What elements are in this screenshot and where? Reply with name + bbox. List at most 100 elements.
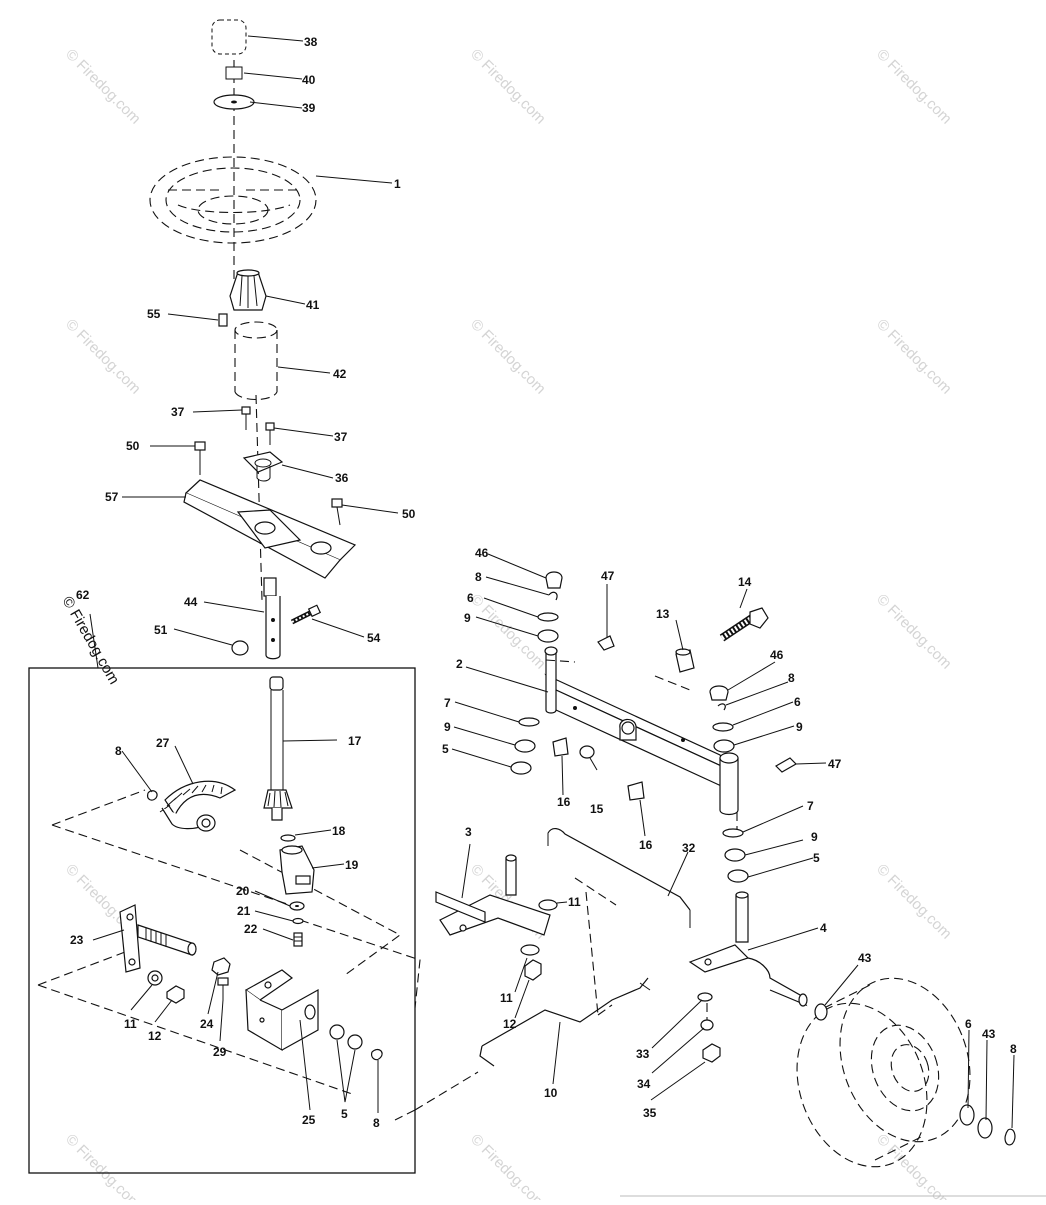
- callout-27: 27: [156, 736, 170, 750]
- callout-42: 42: [333, 367, 347, 381]
- callout-34: 34: [637, 1077, 651, 1091]
- bolt: [265, 422, 275, 445]
- callout-9: 9: [464, 611, 471, 625]
- callout-46: 46: [770, 648, 784, 662]
- front-axle-assembly: [435, 571, 1016, 1168]
- callout-43: 43: [982, 1027, 996, 1041]
- bolt: [241, 406, 251, 430]
- callout-8: 8: [475, 570, 482, 584]
- pitman-arm: [119, 904, 197, 973]
- callout-12: 12: [503, 1017, 517, 1031]
- callout-32: 32: [682, 841, 696, 855]
- callout-29: 29: [213, 1045, 227, 1059]
- callout-1: 1: [394, 177, 401, 191]
- callout-7: 7: [807, 799, 814, 813]
- callout-38: 38: [304, 35, 318, 49]
- callout-11: 11: [500, 991, 513, 1005]
- left-spindle: [435, 854, 551, 936]
- callout-24: 24: [200, 1017, 214, 1031]
- steering-adapter: [229, 269, 267, 311]
- pinion-shaft: [263, 676, 293, 821]
- callout-12: 12: [148, 1029, 162, 1043]
- watermark: © Firedog.com: [62, 1131, 144, 1200]
- drag-link: [479, 977, 651, 1067]
- callout-21: 21: [237, 904, 251, 918]
- callout-33: 33: [636, 1047, 650, 1061]
- callout-5: 5: [813, 851, 820, 865]
- callout-37: 37: [171, 405, 185, 419]
- callout-54: 54: [367, 631, 381, 645]
- callout-19: 19: [345, 858, 359, 872]
- callout-4: 4: [820, 921, 827, 935]
- callout-37: 37: [334, 430, 348, 444]
- callout-44: 44: [184, 595, 198, 609]
- bolt: [290, 604, 322, 625]
- watermark: © Firedog.com: [873, 591, 955, 673]
- callout-35: 35: [643, 1106, 657, 1120]
- inset-watermark: © Firedog.com: [59, 594, 123, 688]
- callout-9: 9: [811, 830, 818, 844]
- callout-2: 2: [456, 657, 463, 671]
- callout-13: 13: [656, 607, 670, 621]
- callout-9: 9: [796, 720, 803, 734]
- callout-40: 40: [302, 73, 316, 87]
- callout-41: 41: [306, 298, 320, 312]
- sector-gear: [159, 780, 237, 832]
- watermark: © Firedog.com: [62, 316, 144, 398]
- gear-housing: [279, 845, 315, 895]
- watermark: © Firedog.com: [873, 861, 955, 943]
- watermark: © Firedog.com: [62, 46, 144, 128]
- callout-22: 22: [244, 922, 258, 936]
- callout-5: 5: [442, 742, 449, 756]
- watermark: © Firedog.com: [873, 46, 955, 128]
- callout-14: 14: [738, 575, 752, 589]
- callout-6: 6: [794, 695, 801, 709]
- leader-lines: [89, 35, 1015, 1129]
- callout-36: 36: [335, 471, 349, 485]
- callout-8: 8: [1010, 1042, 1017, 1056]
- callout-8: 8: [115, 744, 122, 758]
- callout-62: 62: [76, 588, 90, 602]
- callout-6: 6: [965, 1017, 972, 1031]
- callout-51: 51: [154, 623, 168, 637]
- tie-rod: [547, 828, 691, 928]
- callout-50: 50: [126, 439, 140, 453]
- callout-18: 18: [332, 824, 346, 838]
- callout-15: 15: [590, 802, 604, 816]
- callout-47: 47: [828, 757, 842, 771]
- callout-50: 50: [402, 507, 416, 521]
- callout-23: 23: [70, 933, 84, 947]
- watermark: © Firedog.com: [467, 591, 549, 673]
- steering-sleeve: [234, 321, 278, 401]
- callout-8: 8: [373, 1116, 380, 1130]
- callout-39: 39: [302, 101, 316, 115]
- steering-wheel: [149, 156, 317, 244]
- steering-shaft: [263, 577, 281, 660]
- callout-11: 11: [568, 895, 581, 909]
- steering-cap: [211, 19, 247, 55]
- callout-5: 5: [341, 1107, 348, 1121]
- callout-57: 57: [105, 490, 119, 504]
- watermark: © Firedog.com: [873, 316, 955, 398]
- watermark: © Firedog.com: [467, 1131, 549, 1200]
- callout-17: 17: [348, 734, 362, 748]
- watermark: © Firedog.com: [467, 46, 549, 128]
- steering-column-assembly: [149, 19, 357, 660]
- callout-8: 8: [788, 671, 795, 685]
- callout-3: 3: [465, 825, 472, 839]
- right-spindle: [688, 891, 808, 1007]
- steering-bracket: [183, 479, 357, 579]
- callout-47: 47: [601, 569, 615, 583]
- callout-6: 6: [467, 591, 474, 605]
- watermark: © Firedog.com: [467, 316, 549, 398]
- callout-43: 43: [858, 951, 872, 965]
- callout-labels: 38 40 39 1 41 55 42 37 37 50 36 57 50 44…: [70, 35, 1017, 1130]
- support-bracket: [244, 969, 319, 1052]
- flange-bushing: [242, 451, 284, 482]
- callout-9: 9: [444, 720, 451, 734]
- callout-7: 7: [444, 696, 451, 710]
- callout-46: 46: [475, 546, 489, 560]
- axle-beam: [544, 646, 739, 816]
- front-wheel: [796, 977, 971, 1168]
